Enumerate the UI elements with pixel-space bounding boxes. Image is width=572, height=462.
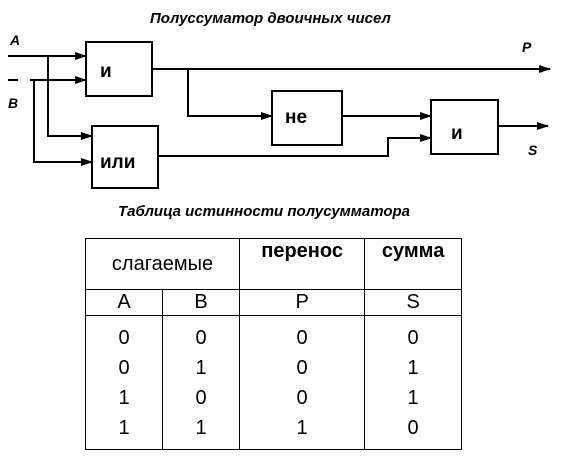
table-title: Таблица истинности полусумматора xyxy=(118,203,411,220)
not-gate xyxy=(271,90,343,146)
table-cell: 0 xyxy=(296,326,308,349)
column-a-values: 0 0 1 1 xyxy=(85,315,163,450)
table-cell: 1 xyxy=(407,356,419,379)
table-cell: 0 xyxy=(195,386,207,409)
column-p-values: 0 0 0 1 xyxy=(238,315,366,450)
wire-and1-to-not1 xyxy=(187,69,273,120)
output-p-label: P xyxy=(522,39,532,55)
and-gate-2 xyxy=(430,99,499,155)
and-gate-1 xyxy=(85,41,153,97)
or-gate-label: или xyxy=(100,152,135,173)
table-cell: 0 xyxy=(407,326,419,349)
table-cell: 1 xyxy=(195,356,207,379)
column-header-s: S xyxy=(364,289,462,316)
wire-b-to-or1 xyxy=(33,80,93,166)
table-cell: 1 xyxy=(296,416,308,439)
sum-header: сумма xyxy=(364,238,462,290)
table-cell: 0 xyxy=(296,356,308,379)
truth-table: слагаемые перенос сумма A B P S 0 0 1 1 … xyxy=(85,238,462,450)
table-cell: 0 xyxy=(296,386,308,409)
addends-header: слагаемые xyxy=(85,238,240,290)
table-cell: 1 xyxy=(407,386,419,409)
table-cell: 1 xyxy=(118,386,130,409)
table-cell: 1 xyxy=(195,416,207,439)
column-header-p: P xyxy=(238,289,366,316)
and-gate-1-label: и xyxy=(100,61,112,82)
output-s-label: S xyxy=(528,142,538,158)
table-cell: 0 xyxy=(118,356,130,379)
table-cell: 0 xyxy=(118,326,130,349)
wire-a-to-or1 xyxy=(47,56,93,140)
table-cell: 0 xyxy=(407,416,419,439)
not-gate-label: не xyxy=(285,107,307,128)
input-a-label: A xyxy=(9,32,20,48)
diagram-title: Полуссуматор двоичных чисел xyxy=(150,10,391,27)
table-cell: 1 xyxy=(118,416,130,439)
table-cell: 0 xyxy=(195,326,207,349)
half-adder-circuit: и или не и A B P S xyxy=(8,32,551,189)
or-gate xyxy=(91,125,159,189)
wire-or1-to-and2 xyxy=(158,134,432,157)
column-header-b: B xyxy=(162,289,240,316)
column-s-values: 0 1 1 0 xyxy=(364,315,462,450)
and-gate-2-label: и xyxy=(451,123,463,144)
column-b-values: 0 1 0 1 xyxy=(162,315,240,450)
input-b-label: B xyxy=(8,95,18,111)
column-header-a: A xyxy=(85,289,163,316)
carry-header: перенос xyxy=(238,238,366,290)
